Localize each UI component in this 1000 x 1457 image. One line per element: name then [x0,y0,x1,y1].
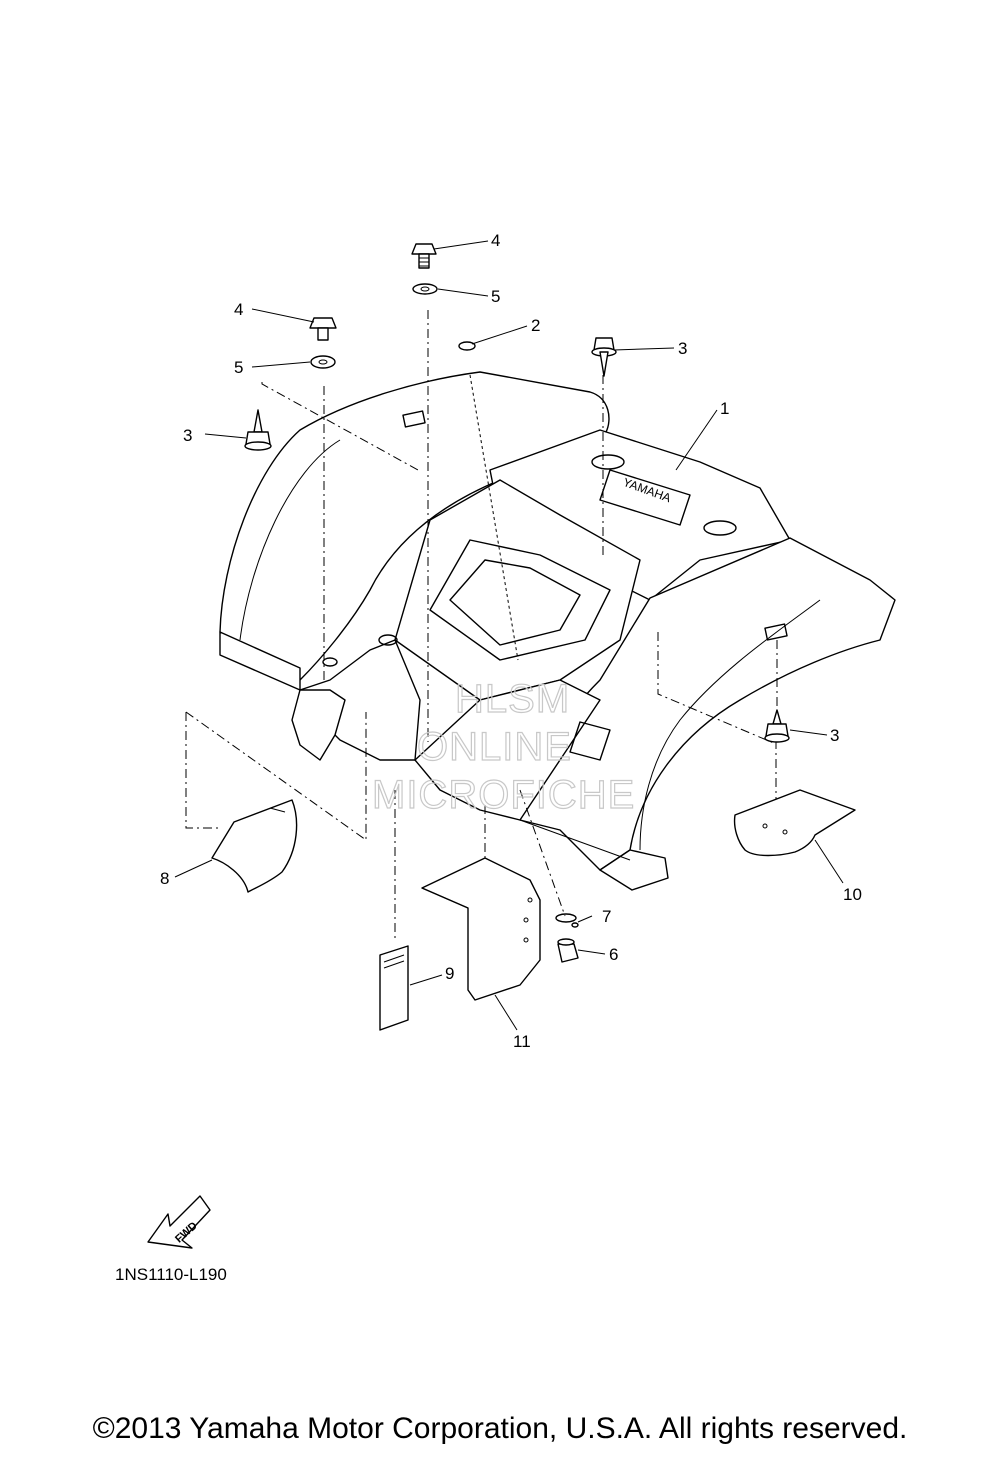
callout-9: 9 [445,964,454,983]
callout-3-left: 3 [183,426,192,445]
washer-5-upper [412,283,438,295]
bolt-4-left [309,317,337,341]
callout-3-right: 3 [830,726,839,745]
callout-4-left: 4 [234,300,243,319]
fwd-arrow-icon: FWD [147,1195,211,1249]
side-panel-8 [211,799,298,893]
rear-fender: YAMAHA [219,371,896,891]
callout-5-upper: 5 [491,287,500,306]
callout-11: 11 [513,1032,531,1051]
cap-2 [458,341,476,351]
callout-10: 10 [843,885,862,904]
copyright-notice: ©2013 Yamaha Motor Corporation, U.S.A. A… [92,1412,908,1445]
callout-1: 1 [720,399,729,418]
screw-3-right [764,709,790,743]
svg-text:MICROFICHE: MICROFICHE [372,773,635,817]
mud-flap-9 [379,945,409,1031]
callout-6: 6 [609,945,618,964]
callout-2: 2 [531,316,540,335]
guard-plate-10 [733,789,856,857]
callout-4-upper: 4 [491,231,500,250]
installation-lines [185,310,778,940]
guard-plate-11 [421,857,541,1001]
clip-7 [555,913,579,928]
screw-3-left [244,409,272,451]
callout-3-upper-right: 3 [678,339,687,358]
diagram-code: 1NS1110-L190 [115,1265,227,1284]
washer-5-left [310,355,336,369]
watermark: HLSM ONLINE MICROFICHE [371,676,635,817]
bolt-4-upper [411,243,437,269]
callout-7: 7 [602,907,611,926]
svg-text:HLSM: HLSM [455,677,570,721]
grommet-6 [557,938,579,963]
leader-lines [174,240,844,1031]
callout-8: 8 [160,869,169,888]
callout-5-left: 5 [234,358,243,377]
screw-3-upper-right [591,337,617,377]
svg-text:ONLINE: ONLINE [417,725,572,769]
